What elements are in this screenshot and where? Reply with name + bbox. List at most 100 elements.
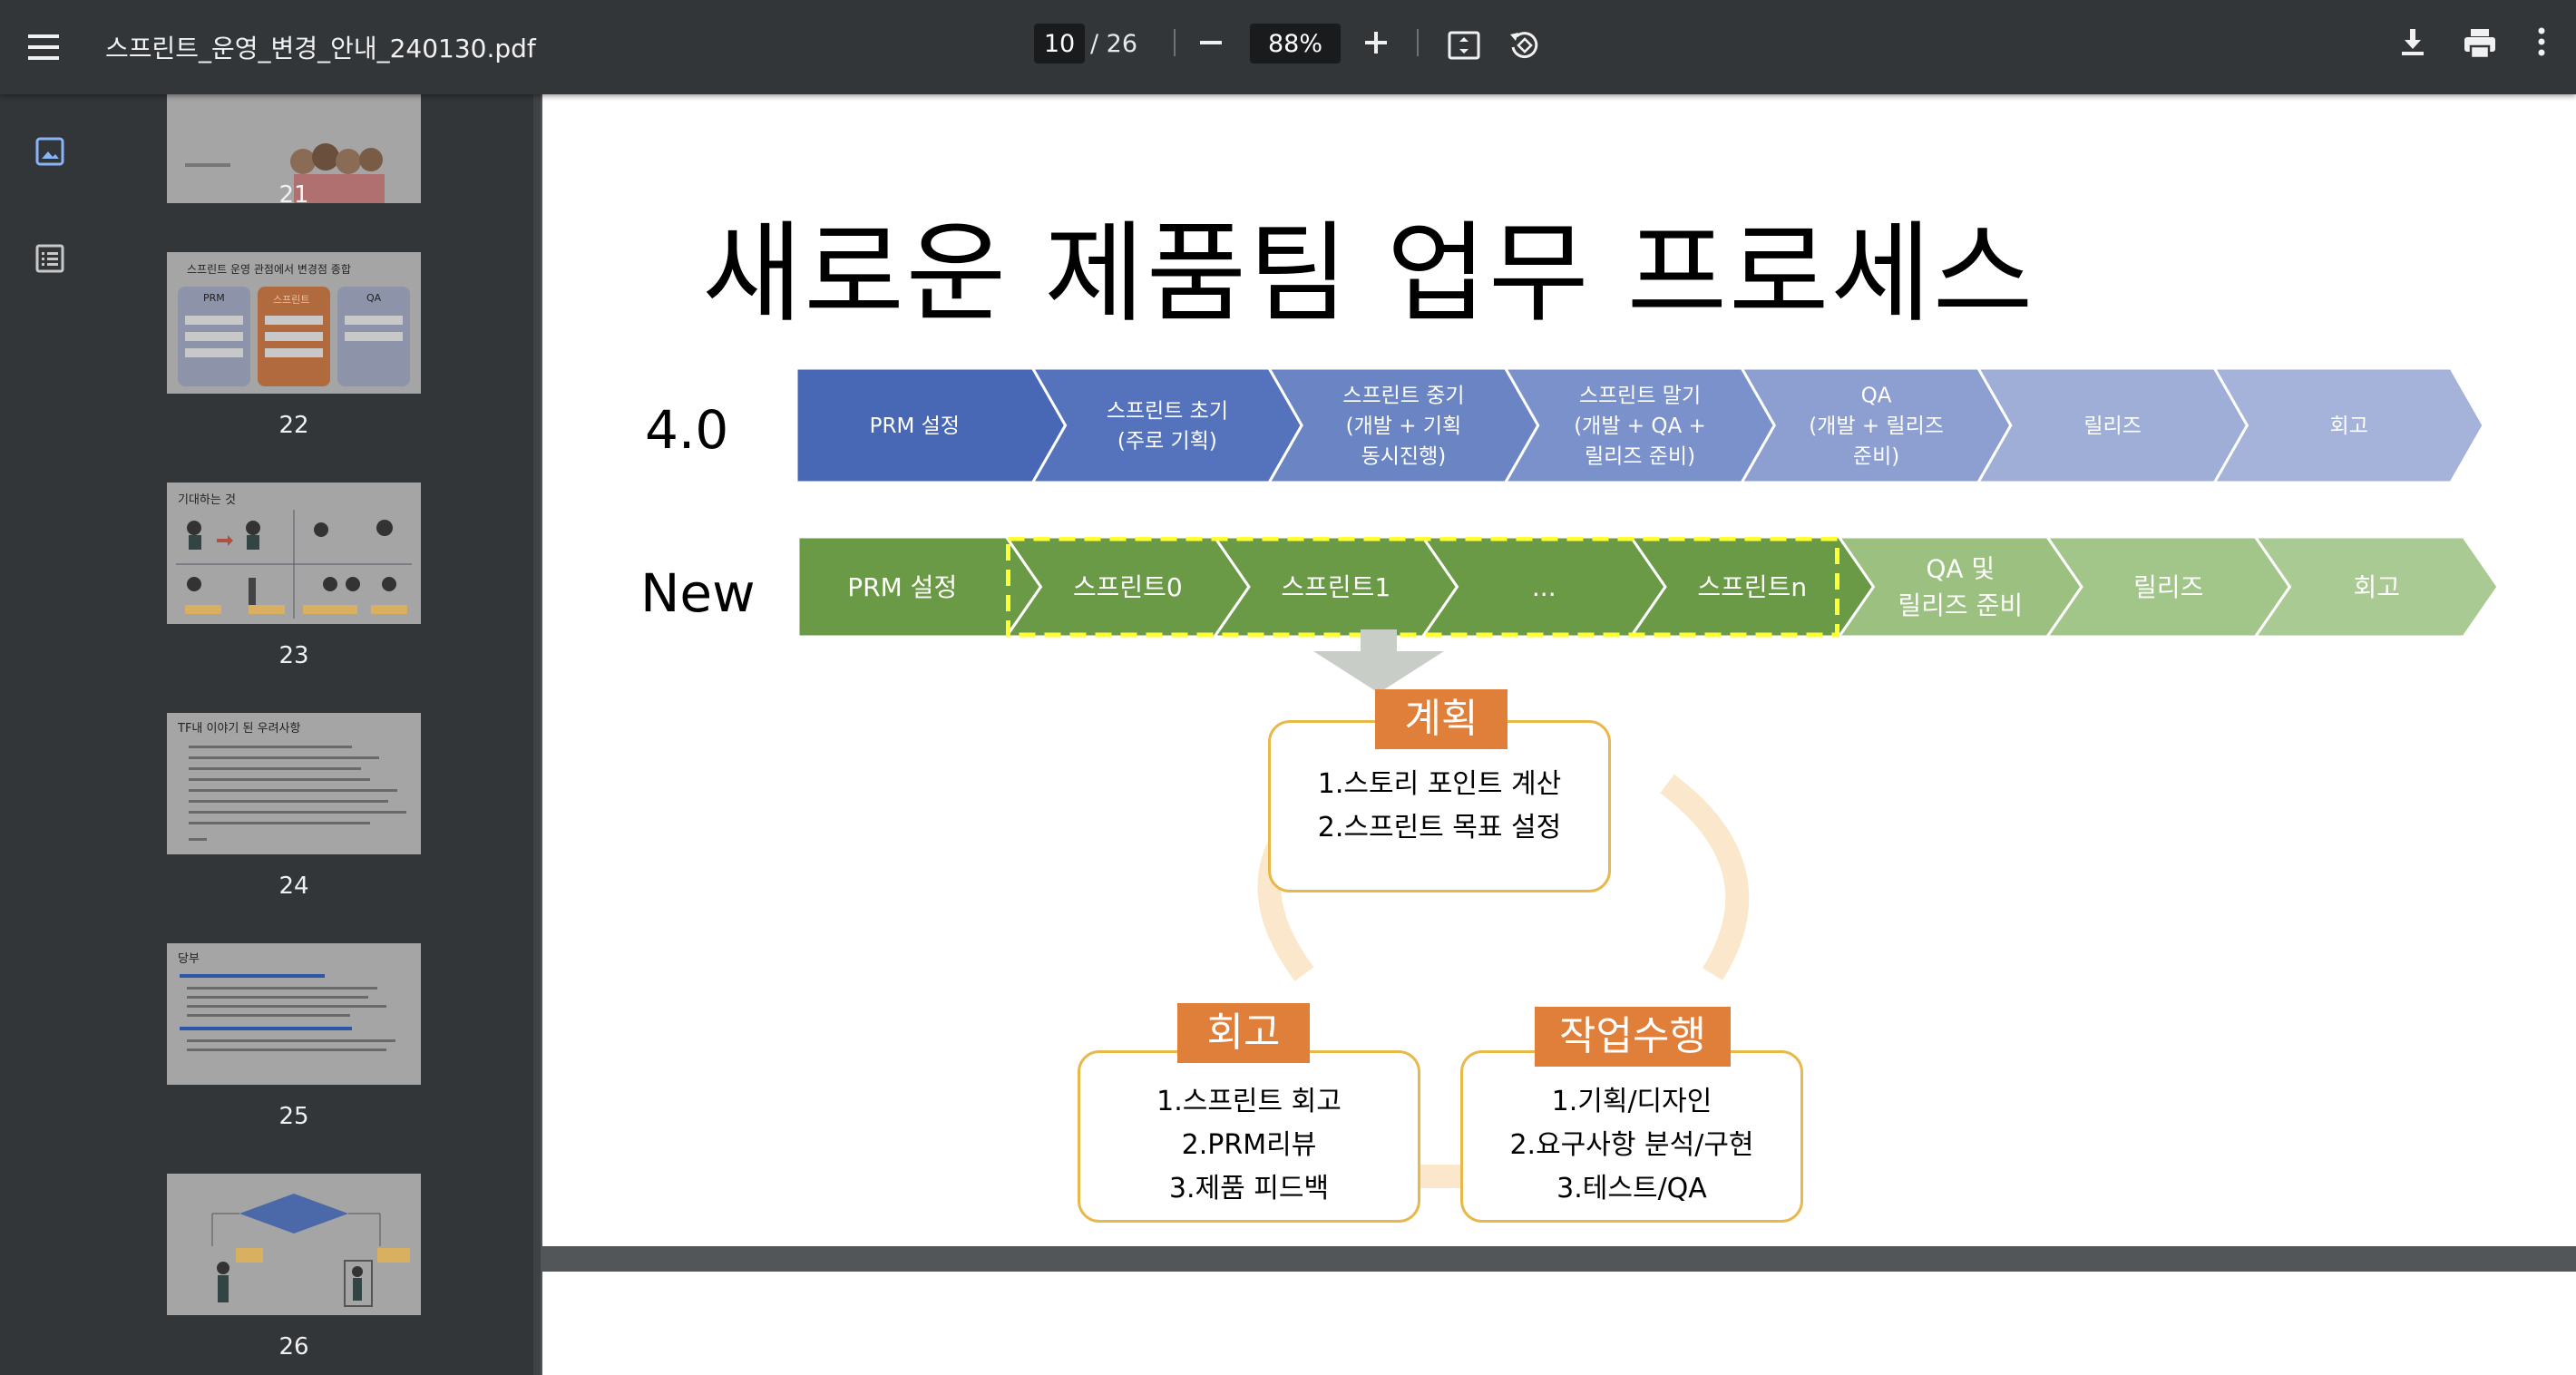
zoom-out-button[interactable] (1188, 20, 1234, 65)
process-step-label: (개발 + 기획 (1346, 414, 1462, 438)
slide-title: 새로운 제품팀 업무 프로세스 (702, 211, 2035, 337)
process-step-label: (개발 + QA + (1574, 414, 1706, 438)
down-arrow-icon (1313, 629, 1444, 693)
process-step-label: QA (1861, 385, 1892, 408)
thumbnail-image (167, 713, 421, 854)
thumbnail-sidebar: 21 스프린트 운영 관점에서 변경점 종합 PRM 스프린트 QA 22 (0, 94, 533, 1375)
page-thumbnail-26[interactable] (167, 1174, 421, 1315)
thumbnail-column-label: PRM (203, 292, 225, 304)
process-step-label: (개발 + 릴리즈 (1809, 414, 1944, 438)
process-step-label: 스프린트 말기 (1579, 385, 1701, 408)
menu-icon[interactable] (16, 20, 71, 74)
process-step-label: PRM 설정 (870, 414, 960, 438)
page-thumbnail-23[interactable]: 기대하는 것 (167, 483, 421, 624)
plan-tag: 계획 (1375, 689, 1508, 749)
thumbnail-page-number: 26 (278, 1333, 309, 1360)
sprint-highlight-box (1006, 537, 1839, 638)
thumbnail-page-number: 24 (278, 873, 309, 900)
image-icon (35, 137, 64, 166)
plan-item: 2.스프린트 목표 설정 (1317, 812, 1562, 844)
thumbnail-page-number: 23 (278, 642, 309, 669)
fit-to-page-button[interactable] (1439, 20, 1489, 71)
process-step-label: 릴리즈 준비 (1898, 590, 2023, 620)
thumbnail-image (167, 1174, 421, 1315)
process-step (2211, 368, 2485, 484)
process-step-label: QA 및 (1926, 554, 1995, 584)
work-item: 2.요구사항 분석/구현 (1509, 1129, 1754, 1161)
fit-page-icon (1448, 31, 1480, 60)
page-thumbnail-25[interactable]: 당부 (167, 943, 421, 1085)
sidebar-resize-handle[interactable] (533, 94, 541, 1375)
process-step-label: ... (1532, 572, 1556, 602)
retro-box: 1.스프린트 회고 2.PRM리뷰 3.제품 피드백 (1078, 1050, 1420, 1223)
thumbnail-caption: 기대하는 것 (178, 493, 236, 507)
process-step (1836, 537, 2083, 639)
document-title: 스프린트_운영_변경_안내_240130.pdf (105, 34, 536, 63)
pdf-page-next (542, 1272, 2576, 1375)
page-number-input[interactable]: 10 (1034, 24, 1085, 63)
print-icon (2464, 29, 2495, 60)
thumbnail-page-number: 25 (278, 1103, 309, 1130)
more-vert-icon (2538, 27, 2545, 56)
thumbnail-caption: 스프린트 운영 관점에서 변경점 종합 (187, 263, 351, 276)
process-step-label: (주로 기획) (1117, 430, 1217, 453)
process-step-label: 스프린트0 (1073, 572, 1183, 602)
process-step-label: 스프린트 초기 (1107, 399, 1228, 423)
work-item: 3.테스트/QA (1556, 1173, 1707, 1204)
process-step-label: PRM 설정 (847, 572, 957, 602)
process-step-label: 회고 (2353, 572, 2400, 602)
outline-view-button[interactable] (29, 238, 71, 279)
minus-icon (1200, 41, 1222, 44)
print-button[interactable] (2453, 16, 2507, 71)
toolbar-divider (1174, 29, 1176, 56)
process-step-label: 준비) (1853, 444, 1899, 468)
row-label-4-0: 4.0 (645, 399, 729, 461)
thumbnail-image (167, 943, 421, 1085)
process-step-label: 릴리즈 (2083, 414, 2141, 438)
process-step-label: 릴리즈 (2133, 572, 2203, 602)
row-label-new: New (640, 562, 756, 624)
pdf-toolbar: 스프린트_운영_변경_안내_240130.pdf 10 / 26 88% (0, 0, 2576, 94)
thumbnail-image (167, 483, 421, 624)
zoom-in-button[interactable] (1353, 20, 1399, 65)
retro-item: 2.PRM리뷰 (1181, 1129, 1317, 1161)
retro-item: 3.제품 피드백 (1168, 1173, 1330, 1204)
rotate-button[interactable] (1498, 20, 1549, 71)
thumbnail-column-label: 스프린트 (273, 294, 310, 306)
thumbnail-list: 21 스프린트 운영 관점에서 변경점 종합 PRM 스프린트 QA 22 (100, 94, 533, 1375)
thumbnail-caption: TF내 이야기 된 우려사항 (178, 722, 301, 736)
process-step-label: 스프린트 중기 (1342, 385, 1464, 408)
process-step-label: 회고 (2330, 414, 2368, 438)
list-icon (35, 244, 64, 273)
work-box: 1.기획/디자인 2.요구사항 분석/구현 3.테스트/QA (1460, 1050, 1803, 1223)
rotate-icon (1510, 32, 1538, 59)
page-thumbnail-21[interactable] (167, 94, 421, 203)
plus-icon (1365, 32, 1387, 54)
retro-item: 1.스프린트 회고 (1156, 1086, 1342, 1117)
pdf-page: 새로운 제품팀 업무 프로세스 4.0 New PRM 설정 스프린트 초기 (주로… (542, 94, 2576, 1246)
thumbnail-page-number: 21 (278, 181, 309, 209)
sidebar-rail (0, 94, 100, 1375)
process-step (2252, 537, 2500, 639)
page-total: / 26 (1090, 29, 1138, 58)
process-step (1029, 368, 1303, 484)
plan-item: 1.스토리 포인트 계산 (1317, 768, 1562, 800)
page-thumbnail-22[interactable]: 스프린트 운영 관점에서 변경점 종합 PRM 스프린트 QA (167, 252, 421, 394)
download-button[interactable] (2387, 16, 2438, 67)
thumbnails-view-button[interactable] (29, 131, 71, 172)
work-item: 1.기획/디자인 (1551, 1086, 1712, 1117)
thumbnail-caption: 당부 (178, 952, 200, 966)
process-row-4-0: PRM 설정 스프린트 초기 (주로 기획) 스프린트 중기 (개발 + 기획동시진행)… (796, 368, 2485, 484)
thumbnail-page-number: 22 (278, 412, 309, 439)
zoom-level-input[interactable]: 88% (1250, 24, 1341, 63)
process-step-label: 스프린트n (1697, 572, 1807, 602)
toolbar-divider (1417, 29, 1419, 56)
thumbnail-image (167, 94, 421, 203)
thumbnail-column-label: QA (366, 292, 382, 304)
process-step-label: 동시진행) (1361, 444, 1447, 468)
page-thumbnail-24[interactable]: TF내 이야기 된 우려사항 (167, 713, 421, 854)
process-step-label: 스프린트1 (1281, 572, 1390, 602)
retro-tag: 회고 (1177, 1003, 1310, 1063)
more-options-button[interactable] (2516, 16, 2567, 67)
